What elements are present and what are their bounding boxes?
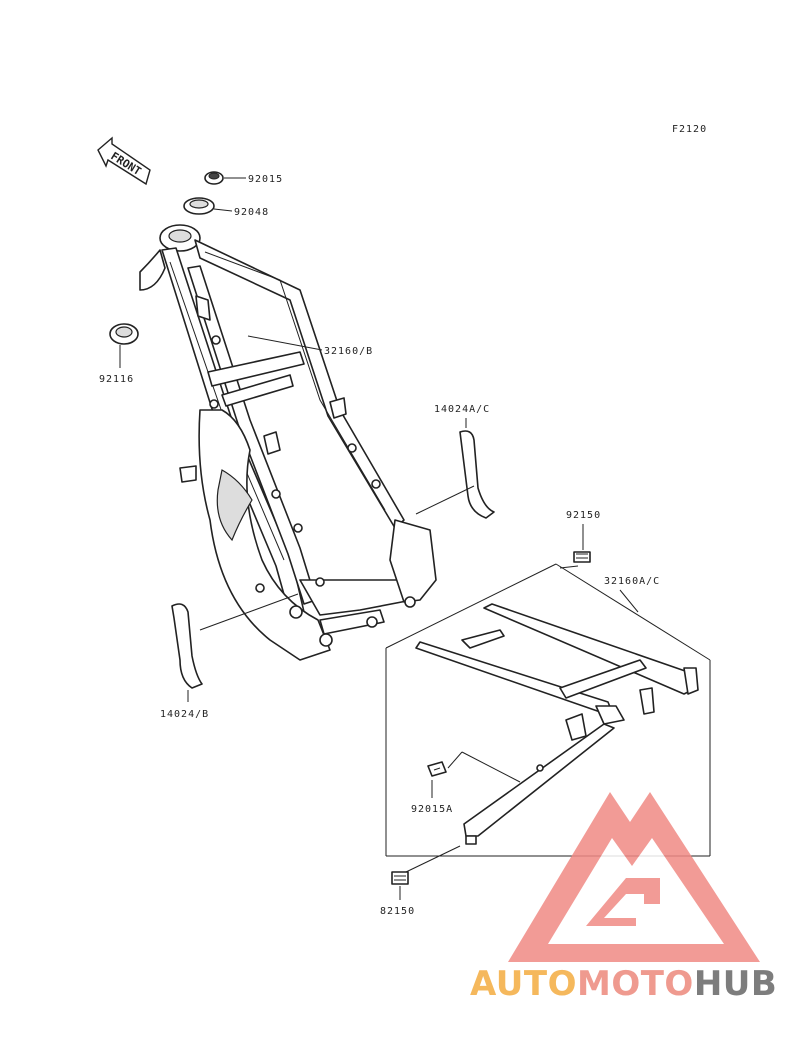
watermark-hub: HUB <box>694 964 777 1004</box>
callout-32160b: 32160/B <box>324 346 373 357</box>
callout-92015: 92015 <box>248 174 283 185</box>
figure-code: F2120 <box>672 124 707 135</box>
watermark-moto: MOTO <box>577 964 694 1004</box>
callout-92048: 92048 <box>234 207 269 218</box>
part-82150-bolt <box>391 845 461 900</box>
callout-92150: 92150 <box>566 510 601 521</box>
callout-82150: 82150 <box>380 906 415 917</box>
part-92015-nut <box>204 171 246 185</box>
part-14024b-guard <box>171 593 299 702</box>
watermark-logo <box>508 792 760 962</box>
part-32160ac-subframe <box>415 603 699 845</box>
callout-92116: 92116 <box>99 374 134 385</box>
subframe-box <box>385 563 711 857</box>
callout-14024b: 14024/B <box>160 709 209 720</box>
main-frame <box>139 224 437 661</box>
part-92015a-bolt <box>427 751 521 798</box>
part-92048-seal <box>183 197 233 215</box>
callout-92015a: 92015A <box>411 804 453 815</box>
watermark-text: AUTOMOTOHUB <box>470 964 777 1004</box>
part-92150-bolt <box>559 524 591 569</box>
callout-32160ac: 32160A/C <box>604 576 660 587</box>
watermark-auto: AUTO <box>470 964 577 1004</box>
part-14024ac-guard <box>415 418 495 519</box>
callout-14024ac: 14024A/C <box>434 404 490 415</box>
svg-text:AUTOMOTOHUB: AUTOMOTOHUB <box>470 964 777 1004</box>
front-arrow-icon: FRONT <box>97 136 151 186</box>
part-92116-bearing <box>109 323 139 368</box>
